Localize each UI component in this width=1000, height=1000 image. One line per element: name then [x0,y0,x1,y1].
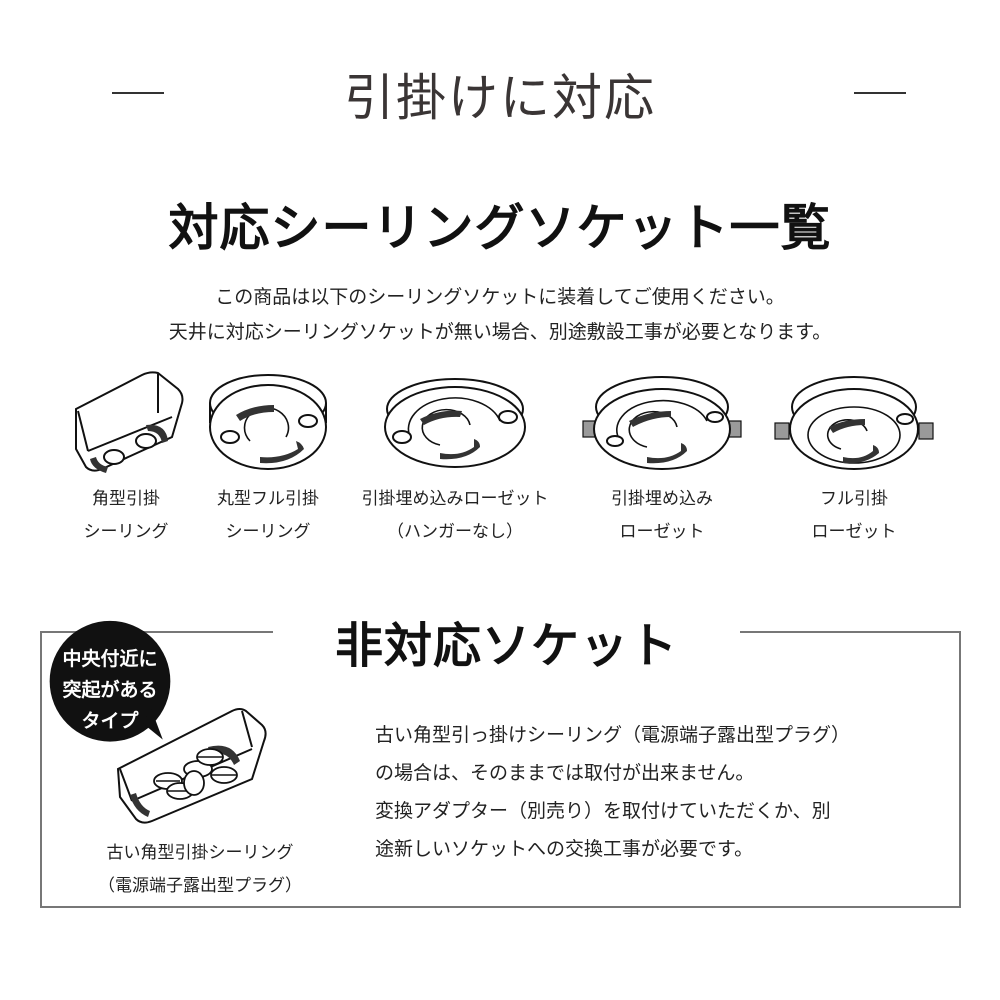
square-ceiling-hook-icon [75,371,184,473]
socket-label-line2: シーリング [83,522,169,542]
socket-item-full-hook-rosette: フル引掛 ローゼット [764,365,944,549]
old-square-ceiling-exposed-plug-icon [116,708,267,824]
socket-item-round-full-ceiling: 丸型フル引掛 シーリング [200,365,336,549]
socket-label-line1: 引掛埋め込み [611,489,713,509]
header-divider-left [112,92,164,94]
round-full-ceiling-hook-icon [209,374,327,470]
supported-sockets-title: 対応シーリングソケット一覧 [168,199,832,257]
unsupported-sockets-title: 非対応ソケット [334,618,678,674]
bubble-text: 中央付近に 突起がある タイプ [44,644,176,737]
unsupported-frame-top-left [40,631,273,633]
embedded-rosette-no-hanger-icon [384,378,526,468]
description-line-2: の場合は、そのままでは取付が出来ません。 [375,762,755,784]
bubble-line-3: タイプ [81,710,139,732]
intro-line-2: 天井に対応シーリングソケットが無い場合、別途敷設工事が必要となります。 [168,321,832,343]
socket-item-square-ceiling: 角型引掛 シーリング [58,365,194,549]
socket-label-line1: フル引掛 [820,489,888,509]
embedded-rosette-icon [582,376,742,470]
socket-label-line1: 引掛埋め込みローゼット [361,489,549,509]
socket-label-line1: 角型引掛 [92,489,160,509]
bubble-line-1: 中央付近に [62,648,158,670]
bubble-line-2: 突起がある [62,679,158,701]
unsupported-frame [40,632,961,908]
socket-item-embedded-rosette-no-hanger: 引掛埋め込みローゼット （ハンガーなし） [345,365,565,549]
socket-item-embedded-rosette: 引掛埋め込み ローゼット [572,365,752,549]
intro-line-1: この商品は以下のシーリングソケットに装着してご使用ください。 [215,286,785,308]
socket-label-line2: ローゼット [811,522,897,542]
description-line-4: 途新しいソケットへの交換工事が必要です。 [375,838,754,860]
unsupported-description: 古い角型引っ掛けシーリング（電源端子露出型プラグ） の場合は、そのままでは取付が… [375,716,935,868]
unsupported-frame-top-right [740,631,961,633]
description-line-3: 変換アダプター（別売り）を取付けていただくか、別 [375,800,831,822]
old-socket-label-line1: 古い角型引掛シーリング [106,843,294,863]
socket-label-line2: ローゼット [619,522,705,542]
header-divider-right [854,92,906,94]
socket-label-line2: シーリング [225,522,311,542]
speech-bubble-icon [49,620,171,742]
header-title: 引掛けに対応 [344,69,656,127]
full-hook-rosette-icon [774,376,934,470]
socket-label-line1: 丸型フル引掛 [217,489,319,509]
description-line-1: 古い角型引っ掛けシーリング（電源端子露出型プラグ） [375,724,851,746]
socket-label-line2: （ハンガーなし） [387,522,523,542]
old-socket-label-line2: （電源端子露出型プラグ） [98,876,302,896]
